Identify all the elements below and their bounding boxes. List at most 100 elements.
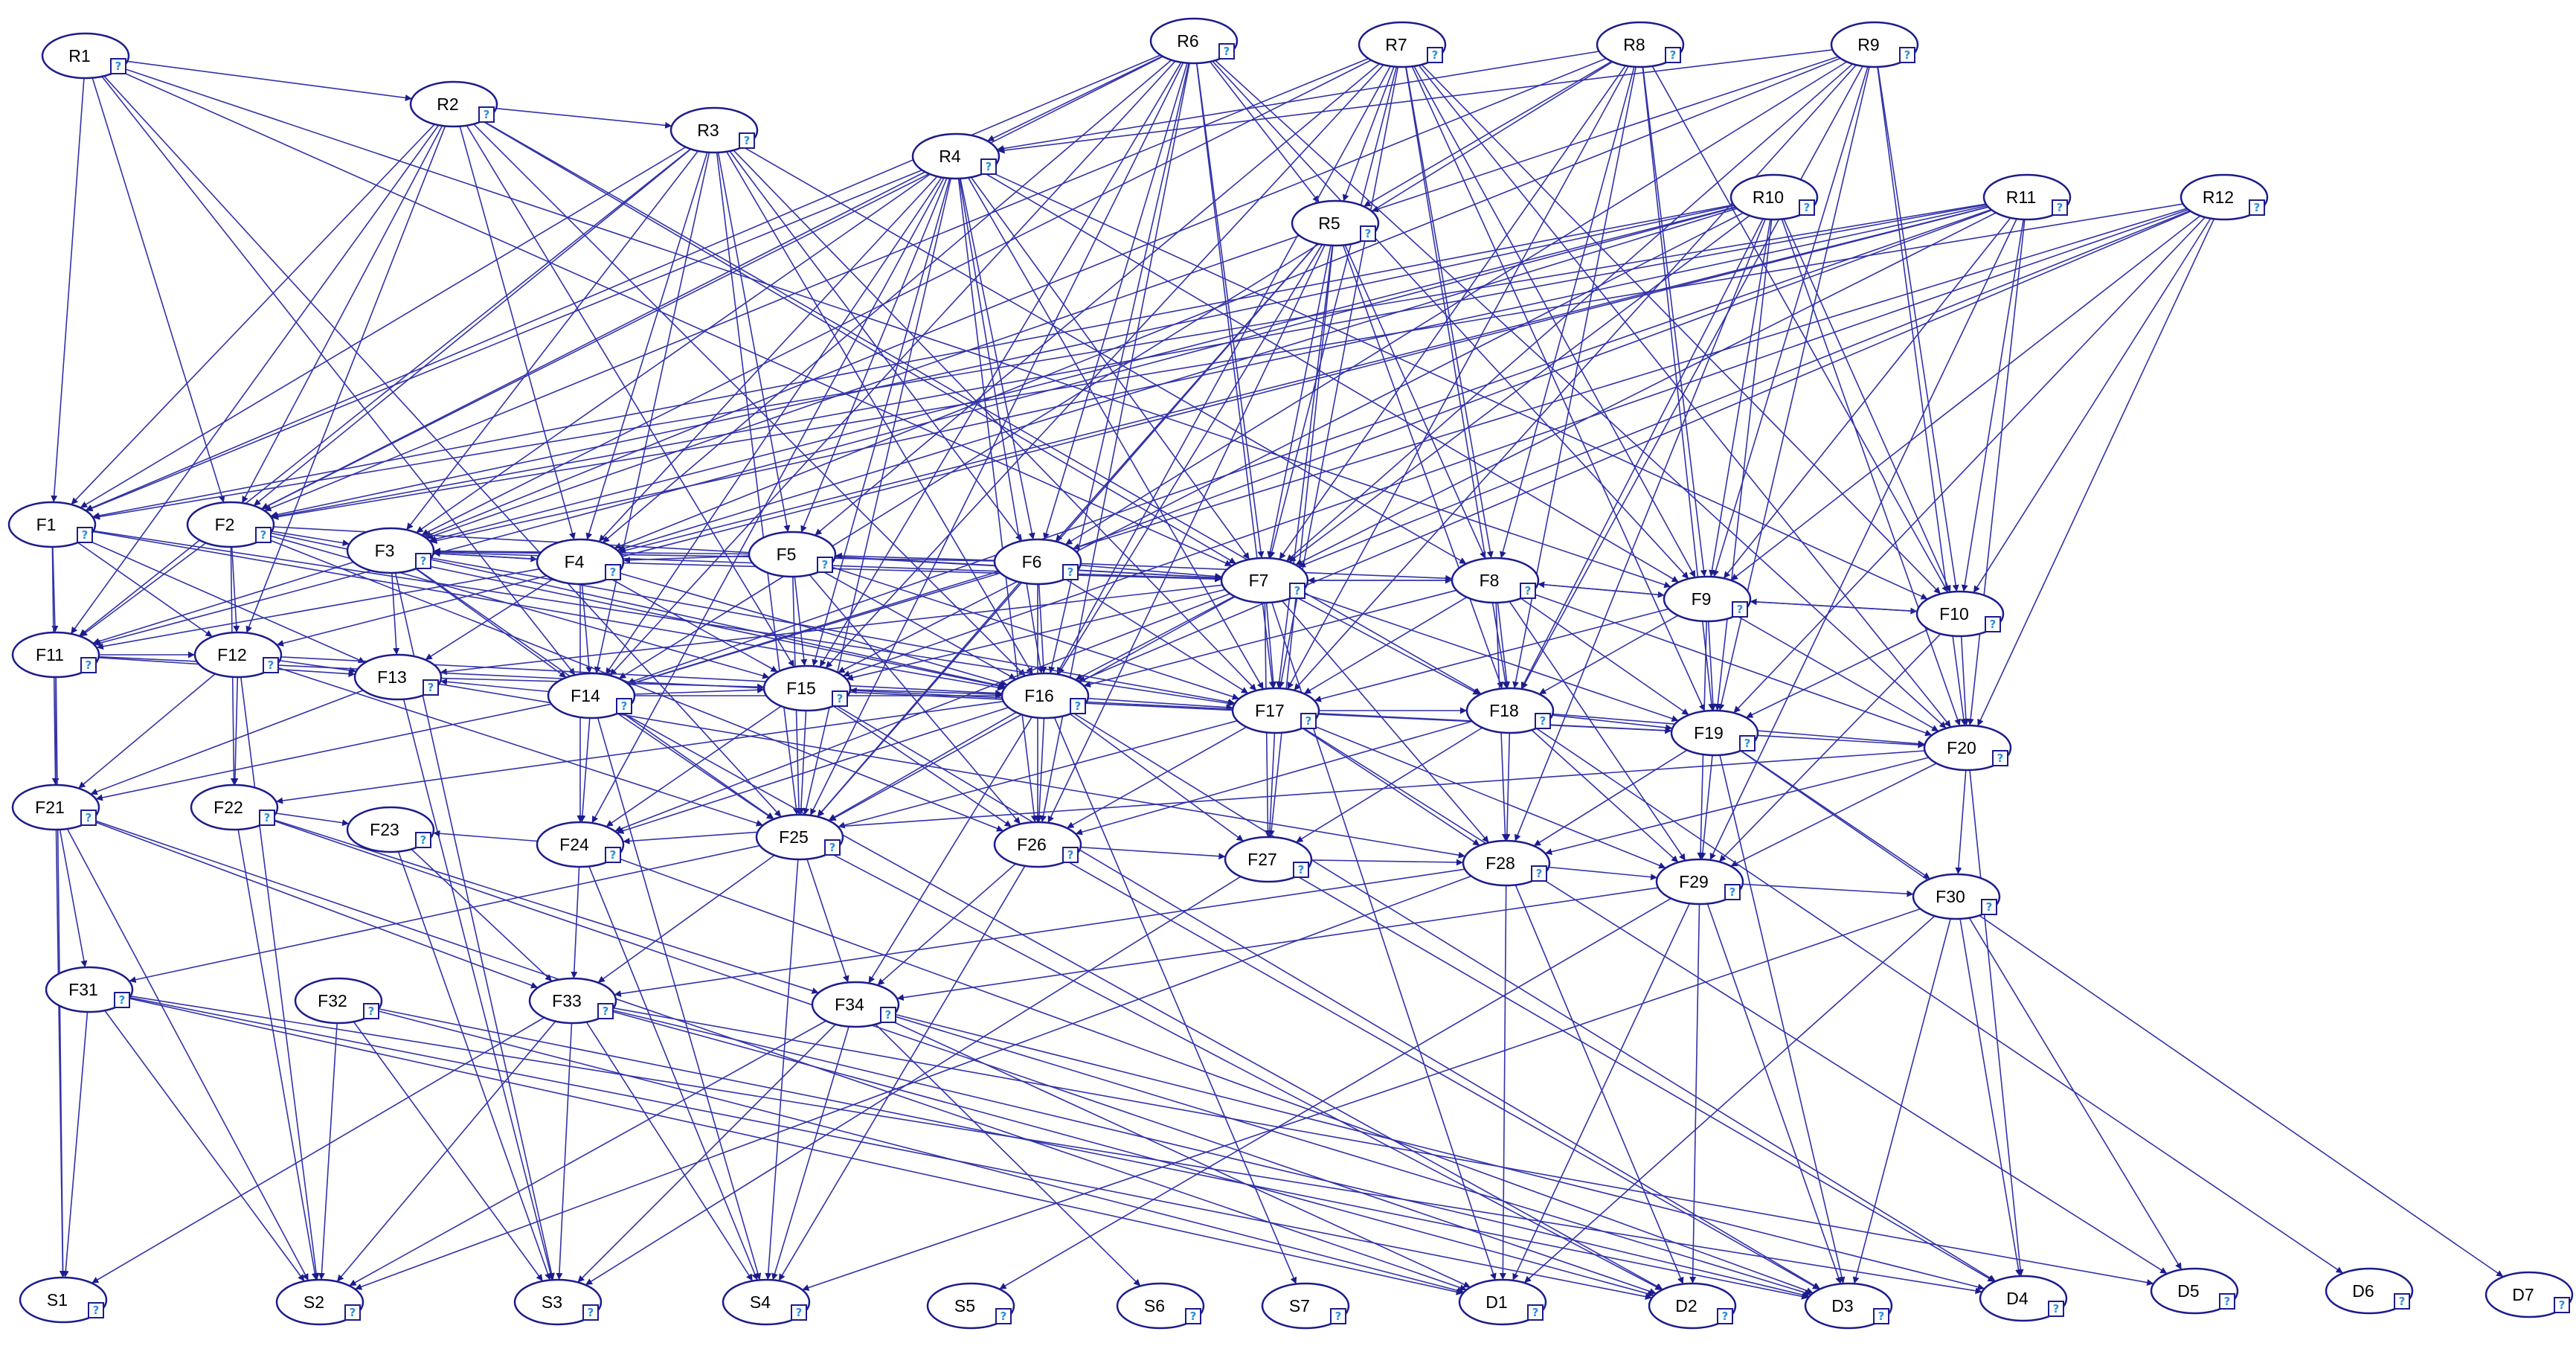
node-ellipse[interactable] xyxy=(41,32,130,80)
help-icon[interactable] xyxy=(1070,698,1086,714)
help-icon[interactable] xyxy=(605,564,621,580)
node-R5[interactable]: R5? xyxy=(1291,199,1380,247)
node-F7[interactable]: F7? xyxy=(1220,557,1309,604)
node-ellipse[interactable] xyxy=(513,1278,603,1326)
help-icon[interactable] xyxy=(739,132,755,149)
node-ellipse[interactable] xyxy=(993,538,1082,586)
help-icon[interactable] xyxy=(1724,884,1741,900)
node-F26[interactable]: F26? xyxy=(993,821,1082,868)
node-S2[interactable]: S2? xyxy=(275,1278,364,1326)
help-icon[interactable] xyxy=(110,58,126,74)
node-R9[interactable]: R9? xyxy=(1830,21,1919,68)
node-D1[interactable]: D1? xyxy=(1458,1278,1547,1326)
help-icon[interactable] xyxy=(363,1003,379,1019)
node-R4[interactable]: R4? xyxy=(911,132,1000,180)
node-R10[interactable]: R10? xyxy=(1729,173,1819,221)
node-F31[interactable]: F31? xyxy=(45,966,134,1013)
node-F14[interactable]: F14? xyxy=(547,672,636,720)
node-ellipse[interactable] xyxy=(993,821,1082,868)
help-icon[interactable] xyxy=(824,839,841,856)
node-F5[interactable]: F5? xyxy=(748,531,837,578)
node-F20[interactable]: F20? xyxy=(1923,724,2012,772)
node-ellipse[interactable] xyxy=(294,977,383,1025)
help-icon[interactable] xyxy=(1899,47,1915,63)
help-icon[interactable] xyxy=(255,527,272,543)
node-ellipse[interactable] xyxy=(547,672,636,720)
help-icon[interactable] xyxy=(2249,199,2265,216)
node-ellipse[interactable] xyxy=(755,813,844,861)
help-icon[interactable] xyxy=(2052,199,2068,216)
node-ellipse[interactable] xyxy=(1804,1282,1893,1330)
node-ellipse[interactable] xyxy=(1116,1282,1205,1330)
help-icon[interactable] xyxy=(88,1302,104,1318)
help-icon[interactable] xyxy=(1360,225,1376,242)
node-ellipse[interactable] xyxy=(1596,21,1685,68)
node-R1[interactable]: R1? xyxy=(41,32,130,80)
help-icon[interactable] xyxy=(1732,601,1748,618)
node-ellipse[interactable] xyxy=(1915,590,2005,638)
help-icon[interactable] xyxy=(1218,43,1235,60)
node-ellipse[interactable] xyxy=(1261,1282,1350,1330)
node-R6[interactable]: R6? xyxy=(1149,17,1239,65)
node-ellipse[interactable] xyxy=(7,501,97,548)
help-icon[interactable] xyxy=(344,1304,361,1321)
node-ellipse[interactable] xyxy=(1462,839,1551,887)
node-ellipse[interactable] xyxy=(1291,199,1380,247)
help-icon[interactable] xyxy=(1062,564,1079,580)
node-ellipse[interactable] xyxy=(353,653,443,701)
node-ellipse[interactable] xyxy=(1670,709,1759,757)
help-icon[interactable] xyxy=(259,810,275,826)
node-ellipse[interactable] xyxy=(2485,1271,2574,1318)
node-F25[interactable]: F25? xyxy=(755,813,844,861)
node-F19[interactable]: F19? xyxy=(1670,709,1759,757)
node-R8[interactable]: R8? xyxy=(1596,21,1685,68)
node-S3[interactable]: S3? xyxy=(513,1278,603,1326)
node-F27[interactable]: F27? xyxy=(1224,836,1313,883)
node-F18[interactable]: F18? xyxy=(1465,687,1555,734)
node-ellipse[interactable] xyxy=(1458,1278,1547,1326)
help-icon[interactable] xyxy=(1300,713,1317,729)
node-ellipse[interactable] xyxy=(1149,17,1239,65)
node-ellipse[interactable] xyxy=(19,1276,108,1324)
node-ellipse[interactable] xyxy=(1912,873,2001,920)
node-F13[interactable]: F13? xyxy=(353,653,443,701)
node-F1[interactable]: F1? xyxy=(7,501,97,548)
help-icon[interactable] xyxy=(791,1304,807,1321)
help-icon[interactable] xyxy=(478,106,495,123)
help-icon[interactable] xyxy=(1185,1308,1201,1324)
node-F15[interactable]: F15? xyxy=(762,664,852,712)
node-ellipse[interactable] xyxy=(669,106,759,154)
node-F30[interactable]: F30? xyxy=(1912,873,2001,920)
node-ellipse[interactable] xyxy=(2180,173,2269,221)
help-icon[interactable] xyxy=(1293,862,1309,878)
node-D4[interactable]: D4? xyxy=(1979,1275,2068,1322)
node-ellipse[interactable] xyxy=(1982,173,2072,221)
node-ellipse[interactable] xyxy=(275,1278,364,1326)
help-icon[interactable] xyxy=(1981,899,1997,915)
help-icon[interactable] xyxy=(415,832,431,848)
help-icon[interactable] xyxy=(423,679,439,696)
node-ellipse[interactable] xyxy=(1231,687,1320,734)
help-icon[interactable] xyxy=(995,1308,1012,1324)
node-S7[interactable]: S7? xyxy=(1261,1282,1350,1330)
node-ellipse[interactable] xyxy=(11,783,100,831)
help-icon[interactable] xyxy=(2219,1293,2235,1310)
node-F6[interactable]: F6? xyxy=(993,538,1082,586)
node-S5[interactable]: S5? xyxy=(926,1282,1015,1330)
node-ellipse[interactable] xyxy=(346,527,435,574)
node-R2[interactable]: R2? xyxy=(409,80,498,128)
help-icon[interactable] xyxy=(1427,47,1443,63)
help-icon[interactable] xyxy=(1739,735,1756,751)
node-ellipse[interactable] xyxy=(190,783,279,831)
help-icon[interactable] xyxy=(616,698,632,714)
help-icon[interactable] xyxy=(1289,583,1305,599)
help-icon[interactable] xyxy=(1717,1308,1733,1324)
node-ellipse[interactable] xyxy=(1465,687,1555,734)
node-S6[interactable]: S6? xyxy=(1116,1282,1205,1330)
help-icon[interactable] xyxy=(80,810,97,826)
help-icon[interactable] xyxy=(1520,583,1536,599)
node-ellipse[interactable] xyxy=(1451,557,1540,604)
help-icon[interactable] xyxy=(1992,750,2008,766)
help-icon[interactable] xyxy=(415,553,431,569)
help-icon[interactable] xyxy=(817,557,833,573)
